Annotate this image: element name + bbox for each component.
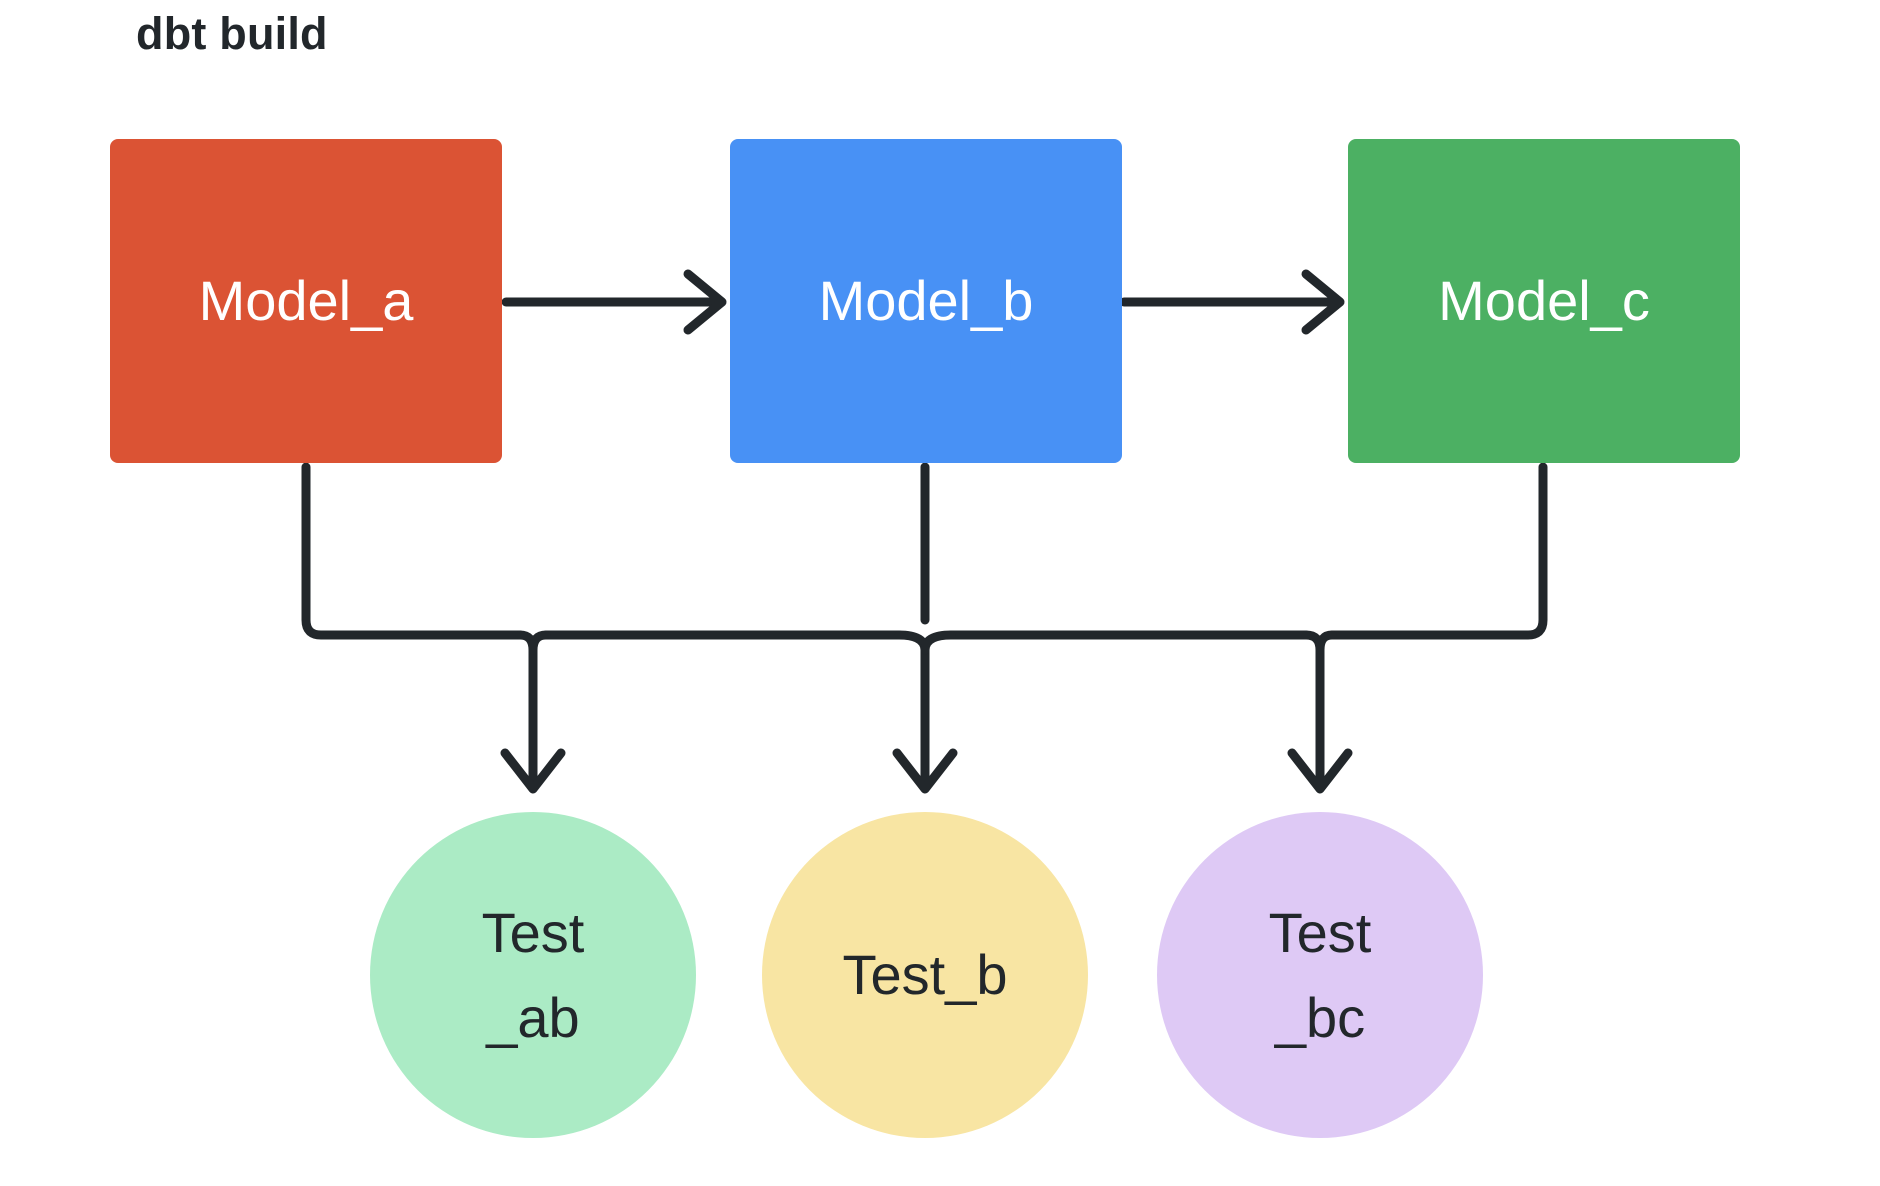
node-test-bc-label: Test _bc bbox=[1268, 900, 1372, 1049]
edge-model-a-to-model-b bbox=[501, 269, 727, 335]
node-model-b-label: Model_b bbox=[818, 268, 1034, 332]
node-test-bc[interactable]: Test _bc bbox=[1157, 812, 1483, 1138]
node-test-ab[interactable]: Test _ab bbox=[370, 812, 696, 1138]
edge-junction-test-ab bbox=[500, 630, 566, 794]
node-model-a[interactable]: Model_a bbox=[110, 139, 502, 463]
node-model-c-label: Model_c bbox=[1438, 268, 1650, 332]
edge-junction-test-b bbox=[894, 630, 956, 655]
page-title: dbt build bbox=[136, 8, 328, 59]
edge-model-a-to-test-ab bbox=[301, 462, 525, 640]
edge-model-c-to-test-bc bbox=[1327, 462, 1548, 640]
node-model-a-label: Model_a bbox=[198, 268, 414, 332]
node-model-c[interactable]: Model_c bbox=[1348, 139, 1740, 463]
edge-junction-test-bc bbox=[1287, 630, 1353, 794]
node-test-ab-label: Test _ab bbox=[481, 900, 585, 1049]
edge-model-b-to-test-b bbox=[892, 462, 958, 794]
node-model-b[interactable]: Model_b bbox=[730, 139, 1122, 463]
node-test-b[interactable]: Test_b bbox=[762, 812, 1088, 1138]
edge-model-b-to-model-c bbox=[1119, 269, 1345, 335]
node-test-b-label: Test_b bbox=[842, 943, 1008, 1007]
